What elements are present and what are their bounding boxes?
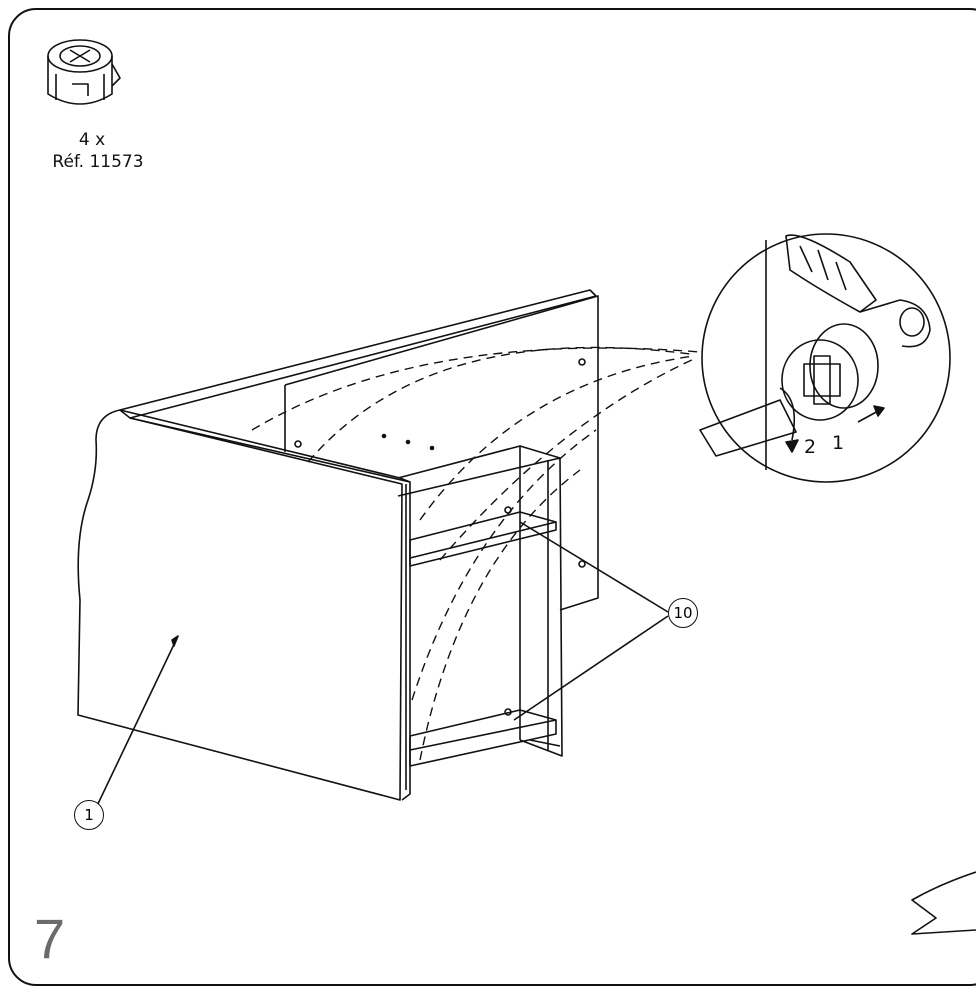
callout-shelf: 10 [668,598,698,628]
quantity-label: 4 x [78,130,106,150]
screwdriver-cam-lock-detail [699,233,951,483]
box-frame [397,445,563,757]
cam-lock-fitting-icon [47,39,121,105]
top-rail-panel [119,289,597,419]
detail-step-a: 2 [804,436,817,458]
shelf-lower [409,709,557,751]
reference-label: Réf. 11573 [52,152,144,172]
instruction-frame [8,8,976,986]
next-page-arrow [911,871,976,935]
side-panel [77,409,403,801]
detail-step-b: 1 [832,432,845,454]
step-number: 7 [34,907,66,970]
callout-panel: 1 [74,800,104,830]
back-panel [284,295,599,611]
